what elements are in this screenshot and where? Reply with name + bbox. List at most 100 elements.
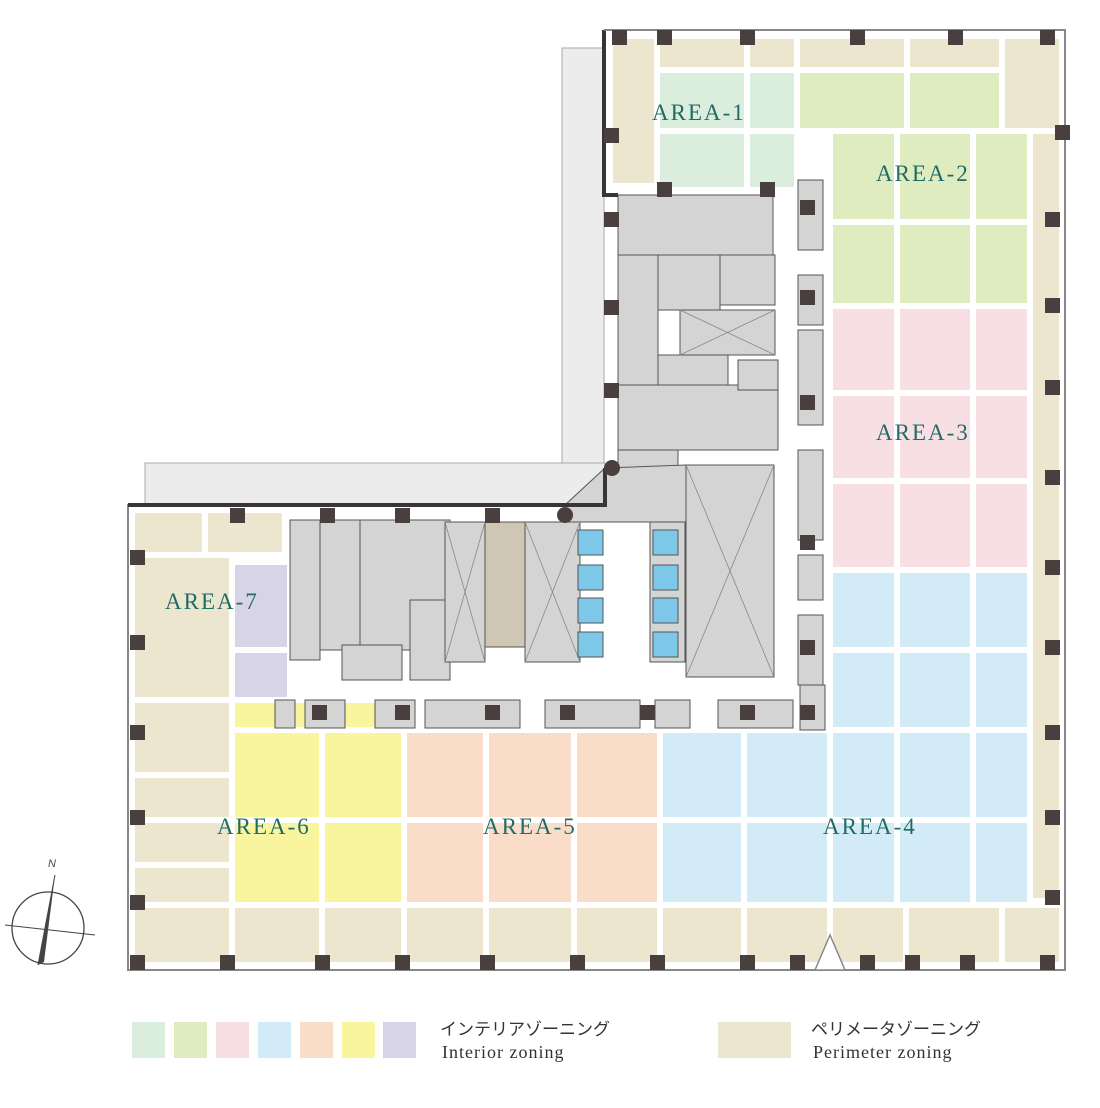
column — [320, 508, 335, 523]
area-5-cell — [489, 733, 571, 817]
area-4-cell — [976, 733, 1027, 817]
area-label-5: AREA-5 — [483, 814, 577, 839]
area-3-cell — [833, 309, 894, 390]
column — [130, 635, 145, 650]
perimeter-cell — [613, 39, 654, 183]
area-label-1: AREA-1 — [652, 100, 746, 125]
area-1-zone — [660, 73, 794, 187]
area-2-zone — [800, 73, 1027, 303]
column — [312, 705, 327, 720]
core-room — [657, 254, 721, 311]
column — [560, 705, 575, 720]
column — [130, 955, 145, 970]
column — [740, 955, 755, 970]
column — [948, 30, 963, 45]
core-room — [341, 644, 403, 681]
area-6-cell — [235, 823, 319, 902]
area-2-cell — [976, 225, 1027, 303]
core-room — [544, 699, 641, 729]
column — [657, 182, 672, 197]
legend: インテリアゾーニング Interior zoning ペリメータゾーニング Pe… — [0, 1015, 1100, 1085]
column — [800, 395, 815, 410]
column — [395, 508, 410, 523]
column — [1045, 640, 1060, 655]
column — [230, 508, 245, 523]
column — [640, 705, 655, 720]
area-5-cell — [577, 733, 657, 817]
area-3-cell — [900, 484, 970, 567]
column — [604, 212, 619, 227]
shaft — [484, 521, 526, 648]
core-room — [424, 699, 521, 729]
column — [130, 810, 145, 825]
area-7-cell — [235, 565, 287, 647]
area-6-cell — [235, 733, 319, 817]
legend-swatch-area-2 — [174, 1022, 207, 1058]
legend-perimeter-en: Perimeter zoning — [813, 1042, 953, 1062]
area-1-cell — [660, 73, 744, 128]
area-2-cell — [900, 134, 970, 219]
column — [800, 535, 815, 550]
perimeter-cell — [909, 908, 999, 962]
terrace-strip — [144, 462, 606, 506]
area-4-cell — [833, 733, 894, 817]
perimeter-cell — [135, 823, 229, 862]
area-2-cell — [833, 225, 894, 303]
core-room — [797, 449, 824, 541]
lobby-diagonal — [564, 464, 687, 523]
shaft-cross — [679, 309, 776, 356]
legend-swatch-perimeter — [718, 1022, 791, 1058]
area-2-cell — [900, 225, 970, 303]
column — [485, 705, 500, 720]
column — [395, 705, 410, 720]
area-label-2: AREA-2 — [876, 161, 970, 186]
elevator-car — [652, 564, 679, 591]
area-3-zone — [833, 309, 1027, 567]
legend-swatch-area-4 — [258, 1022, 291, 1058]
core-room — [717, 699, 794, 729]
column — [905, 955, 920, 970]
column — [850, 30, 865, 45]
area-3-cell — [833, 484, 894, 567]
perimeter-cell — [1005, 39, 1059, 128]
legend-interior-en: Interior zoning — [442, 1042, 565, 1062]
area-4-cell — [747, 823, 827, 902]
column — [1045, 298, 1060, 313]
perimeter-cell — [135, 778, 229, 817]
column — [800, 290, 815, 305]
column — [1045, 560, 1060, 575]
perimeter-cell — [325, 908, 401, 962]
area-3-cell — [900, 396, 970, 478]
exterior-walls — [127, 29, 1066, 971]
column — [1045, 470, 1060, 485]
column — [130, 725, 145, 740]
core-room — [617, 194, 774, 256]
compass-north-label: N — [48, 858, 56, 870]
perimeter-cell — [833, 908, 903, 962]
perimeter-cell — [135, 558, 229, 697]
area-5-zone — [407, 733, 657, 902]
column — [1045, 725, 1060, 740]
column — [657, 30, 672, 45]
column — [1045, 212, 1060, 227]
area-3-cell — [976, 484, 1027, 567]
notch — [813, 933, 847, 971]
area-5-cell — [577, 823, 657, 902]
column — [604, 128, 619, 143]
area-2-cell — [910, 73, 999, 128]
area-4-cell — [976, 823, 1027, 902]
column — [570, 955, 585, 970]
perimeter-zones — [135, 39, 1059, 962]
column — [1045, 890, 1060, 905]
columns — [130, 30, 1070, 970]
area-label-7: AREA-7 — [165, 589, 259, 614]
perimeter-cell — [660, 39, 744, 67]
core-room — [274, 699, 296, 729]
column — [130, 895, 145, 910]
legend-swatch-area-1 — [132, 1022, 165, 1058]
area-3-cell — [976, 396, 1027, 478]
area-4-zone — [663, 573, 1027, 902]
perimeter-cell — [135, 908, 229, 962]
legend-swatch-area-3 — [216, 1022, 249, 1058]
area-1-cell — [660, 134, 744, 187]
